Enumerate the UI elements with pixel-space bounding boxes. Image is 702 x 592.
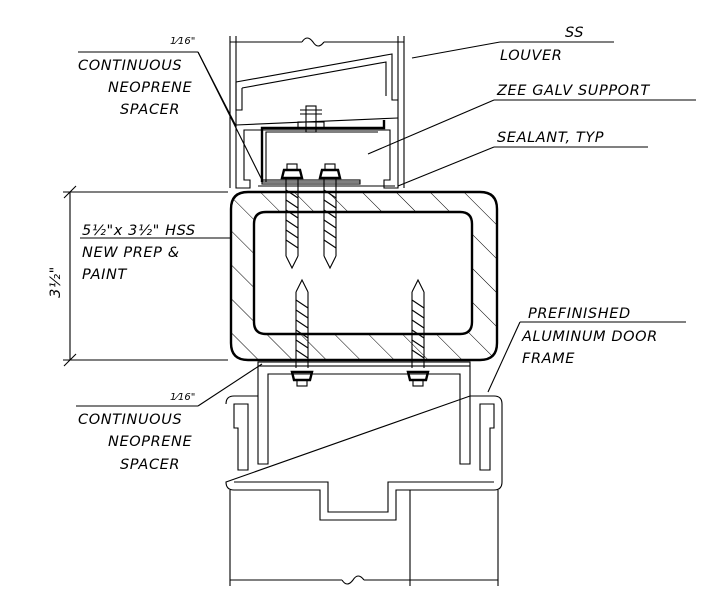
spacer-bottom-label-line1: CONTINUOUS [78,412,182,428]
screw-bottom-right [406,278,430,387]
spacer-bottom-label-line2: NEOPRENE [108,434,192,450]
frame-label-line1: PREFINISHED [528,306,631,322]
screw-bottom-left [290,278,314,387]
zee-galv-support [258,105,395,187]
bottom-spacer [257,361,471,367]
screw-top-right [318,163,342,270]
frame-label-line3: FRAME [522,351,575,367]
spacer-top-fraction: 1⁄16" [170,36,195,47]
louver-label-line2: LOUVER [500,48,562,64]
ss-louver [229,36,405,189]
louver-label-line1: SS [565,25,584,41]
aluminum-door-frame [225,366,503,586]
spacer-top-label-line3: SPACER [120,102,180,118]
spacer-bottom-fraction: 1⁄16" [170,392,195,403]
spacer-top-label-line1: CONTINUOUS [78,58,182,74]
height-dimension: 3½" [48,185,228,367]
spacer-bottom-label-line3: SPACER [120,457,180,473]
dimension-label: 3½" [48,266,64,298]
spacer-top-label-line2: NEOPRENE [108,80,192,96]
hss-label-line1: 5½"x 3½" HSS [82,223,196,239]
zee-support-label: ZEE GALV SUPPORT [496,83,650,99]
frame-label-line2: ALUMINUM DOOR [521,329,658,345]
hss-tube [229,190,499,362]
leaders [76,41,696,407]
top-spacer [261,179,361,185]
hss-label-line3: PAINT [82,267,127,283]
sealant-label: SEALANT, TYP [497,130,604,146]
hss-label-line2: NEW PREP & [82,245,180,261]
screw-top-left [280,163,304,270]
